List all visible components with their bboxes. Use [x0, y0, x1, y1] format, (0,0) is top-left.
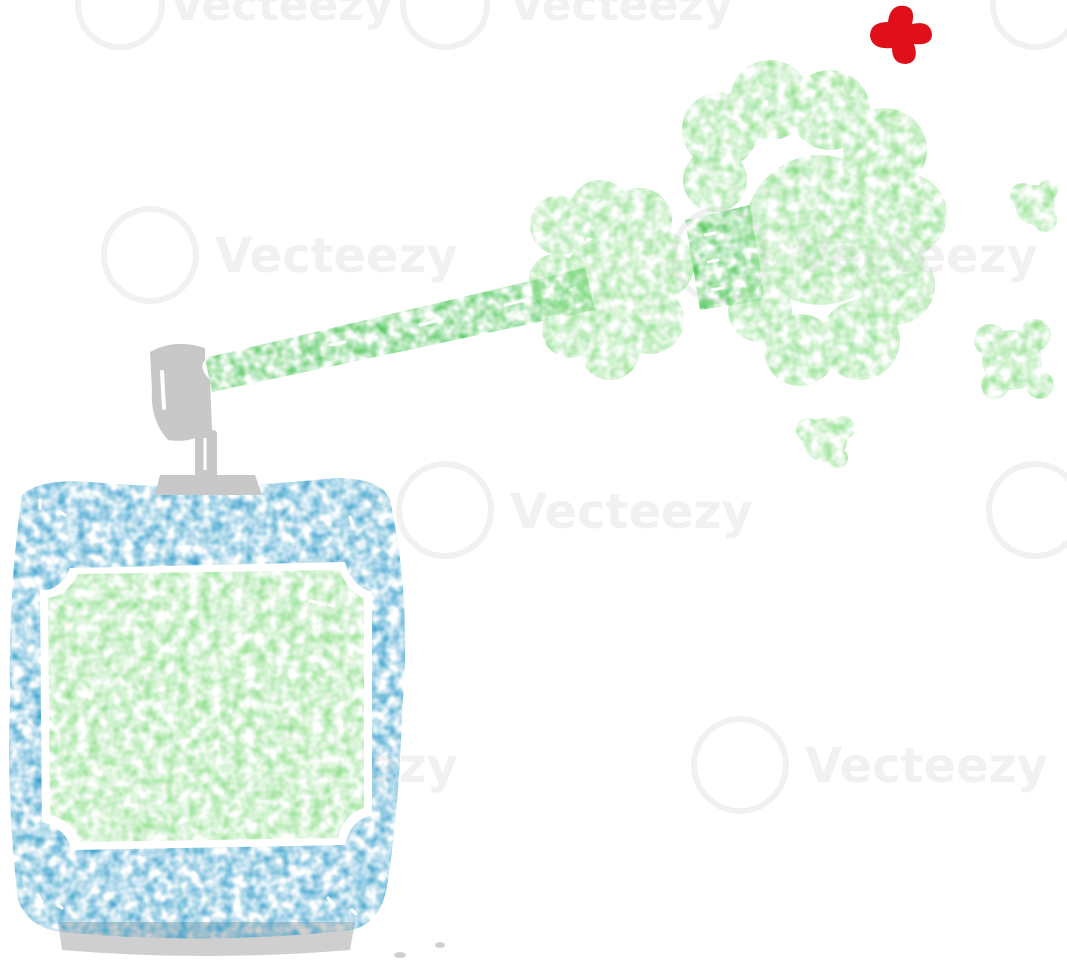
- ground-specks: [394, 942, 445, 958]
- watermark-top-left: Vecteezy: [75, 0, 393, 50]
- can-shoulder: [155, 475, 262, 495]
- nozzle: [150, 343, 212, 441]
- can-label: [48, 570, 364, 842]
- spray-puff-right-mid: [974, 319, 1054, 399]
- spray-cloud-small: [529, 180, 694, 380]
- vecteezy-logo-icon: [691, 716, 789, 814]
- watermark-text: Vecteezy: [805, 738, 1048, 794]
- label-highlights: [123, 599, 336, 808]
- spray-puff-bottom: [796, 416, 855, 468]
- watermark-row3-center: Vecteezy: [396, 461, 753, 559]
- spray-clouds: [529, 60, 1058, 468]
- vecteezy-logo-icon: [396, 461, 494, 559]
- vecteezy-logo-icon: [986, 461, 1067, 559]
- vecteezy-logo-icon: [101, 206, 199, 304]
- watermark-text: Vecteezy: [510, 0, 733, 31]
- watermark-text: Vecteezy: [170, 0, 393, 31]
- watermark-row2-left: Vecteezy: [101, 206, 458, 304]
- can-highlights: [36, 498, 358, 916]
- spray-can: [9, 343, 406, 956]
- watermark-text: Vecteezy: [510, 484, 753, 540]
- watermark-text: Vecteezy: [215, 228, 458, 284]
- watermark-row3-right: [986, 461, 1067, 559]
- spray-cloud-large: [682, 60, 947, 386]
- watermark-top-right: [990, 0, 1067, 50]
- sparkle-icon: [870, 5, 932, 64]
- watermark-top-center: Vecteezy: [400, 0, 733, 50]
- watermark-row4-right: Vecteezy: [691, 716, 1048, 814]
- spray-puff-right-top: [1010, 180, 1058, 232]
